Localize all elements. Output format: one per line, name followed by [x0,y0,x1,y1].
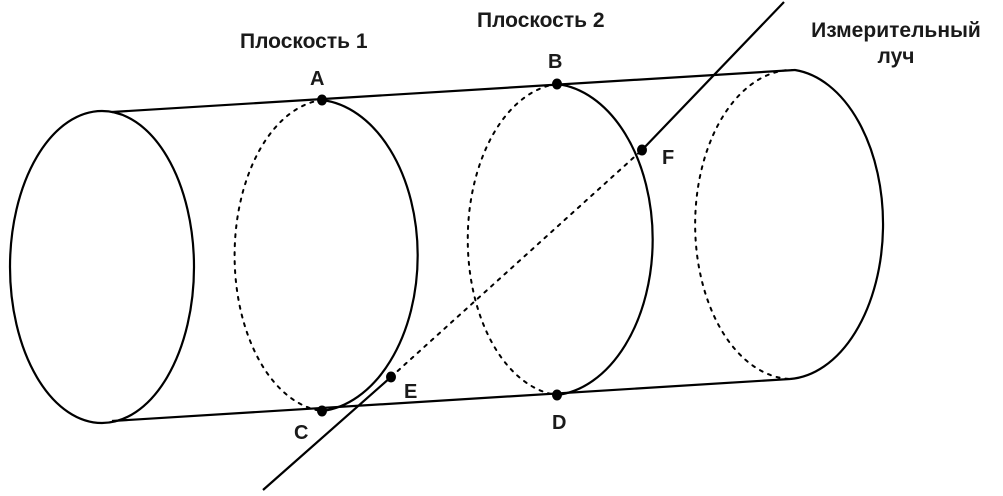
point-a-dot [317,94,327,106]
cylinder-right-end-arc [789,68,885,381]
beam-exit-segment [641,1,785,151]
plane-2-label: Плоскость 2 [477,9,605,32]
cylinder-top-edge [111,68,796,114]
plane-2-visible-arc [556,82,654,397]
beam-entry-segment [262,376,392,491]
plane-2-hidden-arc [466,83,558,396]
point-d-label: D [552,412,567,434]
cylinder-left-end [8,109,196,425]
point-c-label: C [294,422,309,444]
beam-label-line-1: Измерительный [811,19,981,42]
point-e-dot [386,371,396,383]
plane-1-label: Плоскость 1 [240,30,368,53]
beam-label-line-2: луч [877,45,915,68]
cylinder-bottom-edge [111,377,791,423]
point-b-dot [552,78,562,90]
plane-1-visible-arc [321,98,419,413]
point-f-dot [637,144,647,156]
point-d-dot [552,389,562,401]
point-c-dot [317,405,327,417]
right-end-hidden-arc [694,68,796,380]
point-b-label: B [548,51,563,73]
point-f-label: F [662,147,675,169]
measuring-beam-label: Измерительный луч [790,18,1002,70]
point-a-label: A [310,68,325,90]
point-e-label: E [404,381,418,403]
plane-1-hidden-arc [233,99,323,412]
beam-inside-segment [390,149,643,378]
